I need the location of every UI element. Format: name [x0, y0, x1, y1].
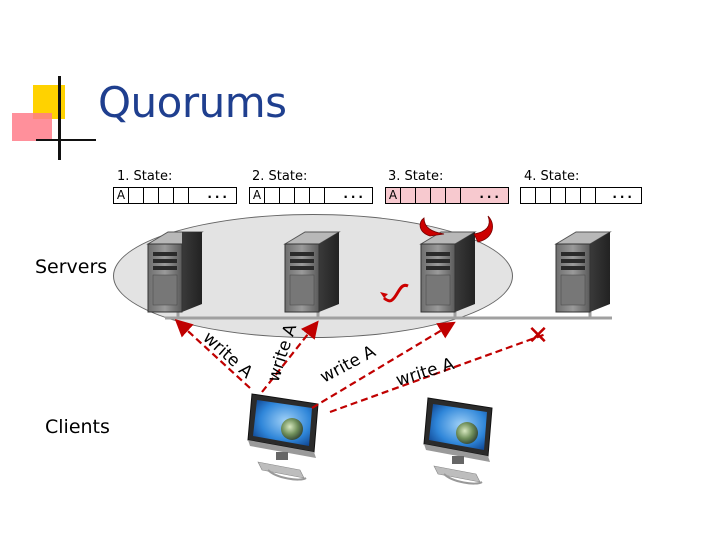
client-1 — [247, 393, 319, 481]
state-ellipsis: ... — [207, 187, 230, 201]
write-label-2: write A — [264, 321, 302, 384]
write-arrow-4 — [329, 332, 547, 414]
write-arrow-3 — [311, 321, 456, 409]
state-ellipsis: ... — [612, 187, 635, 201]
servers-label: Servers — [35, 256, 108, 278]
state-cell: A — [114, 188, 129, 203]
state-box-1: A ... — [113, 187, 237, 204]
devil-tail-icon — [382, 283, 409, 303]
failed-marker-icon: ✕ — [527, 321, 549, 351]
server-4 — [554, 231, 612, 313]
state-box-2: A ... — [249, 187, 373, 204]
state-cell — [521, 188, 536, 203]
state-label-4: 4. State: — [524, 169, 580, 184]
state-box-4: ... — [520, 187, 642, 204]
logo-decoration — [0, 0, 110, 170]
write-label-3: write A — [317, 342, 379, 388]
write-label-1: write A — [199, 328, 257, 383]
page-title: Quorums — [98, 78, 287, 127]
server-2 — [283, 231, 341, 313]
clients-label: Clients — [45, 416, 110, 438]
state-ellipsis: ... — [461, 188, 508, 203]
server-3 — [419, 231, 477, 313]
devil-horn-right-icon — [473, 215, 493, 243]
state-label-1: 1. State: — [117, 169, 173, 184]
state-ellipsis: ... — [343, 187, 366, 201]
state-cell: A — [250, 188, 265, 203]
state-label-3: 3. State: — [388, 169, 444, 184]
state-box-3: A ... — [385, 187, 509, 204]
state-cell: A — [386, 188, 401, 203]
server-1 — [146, 231, 204, 313]
write-arrow-2 — [261, 320, 319, 393]
write-label-4: write A — [394, 354, 457, 391]
client-2 — [423, 397, 493, 485]
write-arrow-1 — [174, 319, 251, 389]
devil-horn-left-icon — [419, 217, 445, 237]
state-label-2: 2. State: — [252, 169, 308, 184]
